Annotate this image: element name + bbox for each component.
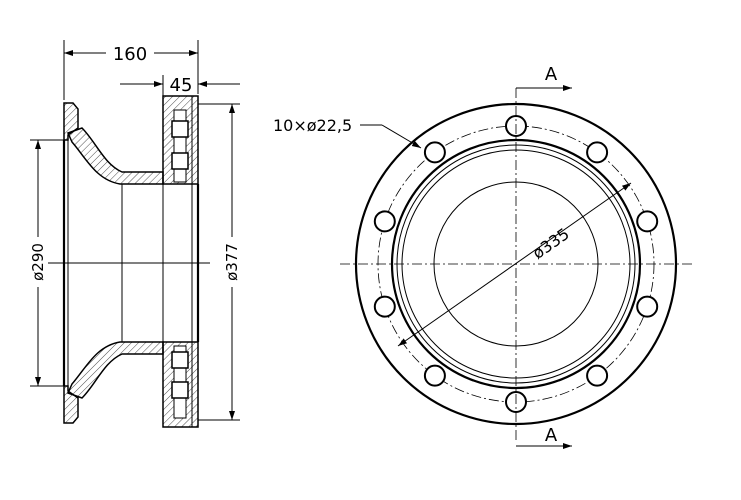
outer-rim [354,102,678,426]
dim-overall-width: 160 [113,44,147,65]
section-label-top: A [545,64,558,85]
bolt-hole [423,364,446,387]
section-label-bottom: A [545,425,558,446]
bolt-hole [373,210,396,233]
bolt-hole-callout: 10×ø22,5 [273,116,352,135]
friction-ring-outer [390,138,642,390]
hatched-neck-top [66,127,164,185]
dim-inner-diameter: ø290 [29,243,47,281]
bolt-top-2 [171,152,189,170]
front-view: A A ø335 10×ø22,5 [273,64,692,449]
hatched-neck-bottom [66,341,164,399]
dim-pitch-diameter: ø335 [529,224,573,263]
bolt-hole [423,141,446,164]
bolt-hole [586,141,609,164]
bolt-bottom-2 [171,381,189,399]
bolt-top-1 [171,120,189,138]
bolt-hole [586,364,609,387]
dim-flange-width: 45 [170,75,193,96]
dim-outer-diameter: ø377 [223,243,241,281]
bolt-bottom-1 [171,351,189,369]
side-section-view: 160 45 ø290 ø377 [28,40,242,428]
bolt-hole-group [373,115,659,413]
bolt-hole [636,295,659,318]
bolt-hole [373,295,396,318]
bolt-hole [636,210,659,233]
